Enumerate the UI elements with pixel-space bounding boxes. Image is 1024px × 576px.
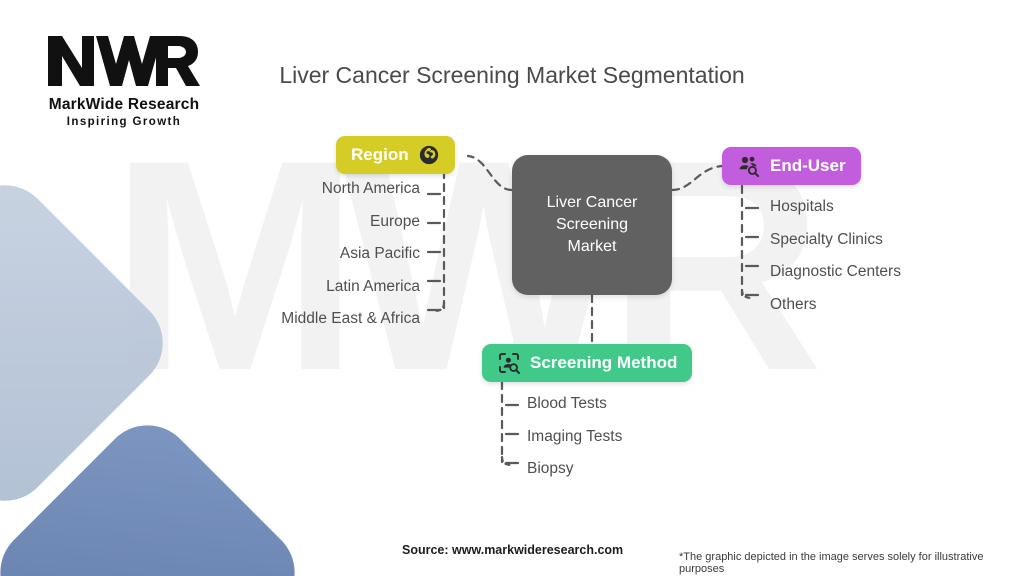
center-node: Liver Cancer Screening Market	[512, 155, 672, 295]
disclaimer-text: *The graphic depicted in the image serve…	[679, 551, 984, 575]
users-search-icon	[737, 154, 761, 178]
list-item: Latin America	[326, 277, 420, 295]
page-title: Liver Cancer Screening Market Segmentati…	[279, 62, 745, 88]
branch-label-screening-method: Screening Method	[530, 353, 678, 372]
list-item: North America	[321, 180, 420, 197]
brand-logo: MarkWide Research Inspiring Growth	[24, 28, 224, 128]
list-item: Europe	[370, 212, 420, 230]
list-item: Others	[770, 295, 817, 313]
list-item: Hospitals	[770, 198, 834, 215]
globe-icon	[418, 144, 440, 166]
logo-mark-icon	[24, 28, 224, 95]
leaf-list-region: North America Europe Asia Pacific Latin …	[120, 180, 420, 343]
person-scan-search-icon	[497, 351, 521, 375]
list-item: Asia Pacific	[339, 245, 420, 262]
center-node-line1: Liver Cancer	[546, 194, 638, 211]
source-text: Source: www.markwideresearch.com	[402, 543, 624, 557]
center-node-line2: Screening	[555, 216, 629, 233]
leaf-list-enduser: Hospitals Specialty Clinics Diagnostic C…	[770, 198, 901, 328]
branch-badge-region[interactable]: Region	[336, 136, 455, 174]
leaf-list-screening-method: Blood Tests Imaging Tests Biopsy	[527, 395, 622, 493]
branch-label-enduser: End-User	[770, 156, 846, 175]
logo-tagline: Inspiring Growth	[66, 116, 182, 128]
list-item: Blood Tests	[527, 395, 607, 412]
logo-company-name: MarkWide Research	[48, 96, 200, 113]
branch-label-region: Region	[351, 145, 409, 164]
list-item: Middle East & Africa	[281, 310, 420, 327]
branch-badge-screening-method[interactable]: Screening Method	[482, 344, 693, 382]
list-item: Diagnostic Centers	[770, 263, 901, 280]
list-item: Biopsy	[527, 460, 574, 477]
list-item: Specialty Clinics	[770, 230, 883, 248]
center-node-line3: Market	[567, 238, 617, 255]
branch-badge-enduser[interactable]: End-User	[722, 147, 861, 185]
watermark-logo-text: MWR	[110, 150, 824, 380]
list-item: Imaging Tests	[527, 427, 623, 445]
